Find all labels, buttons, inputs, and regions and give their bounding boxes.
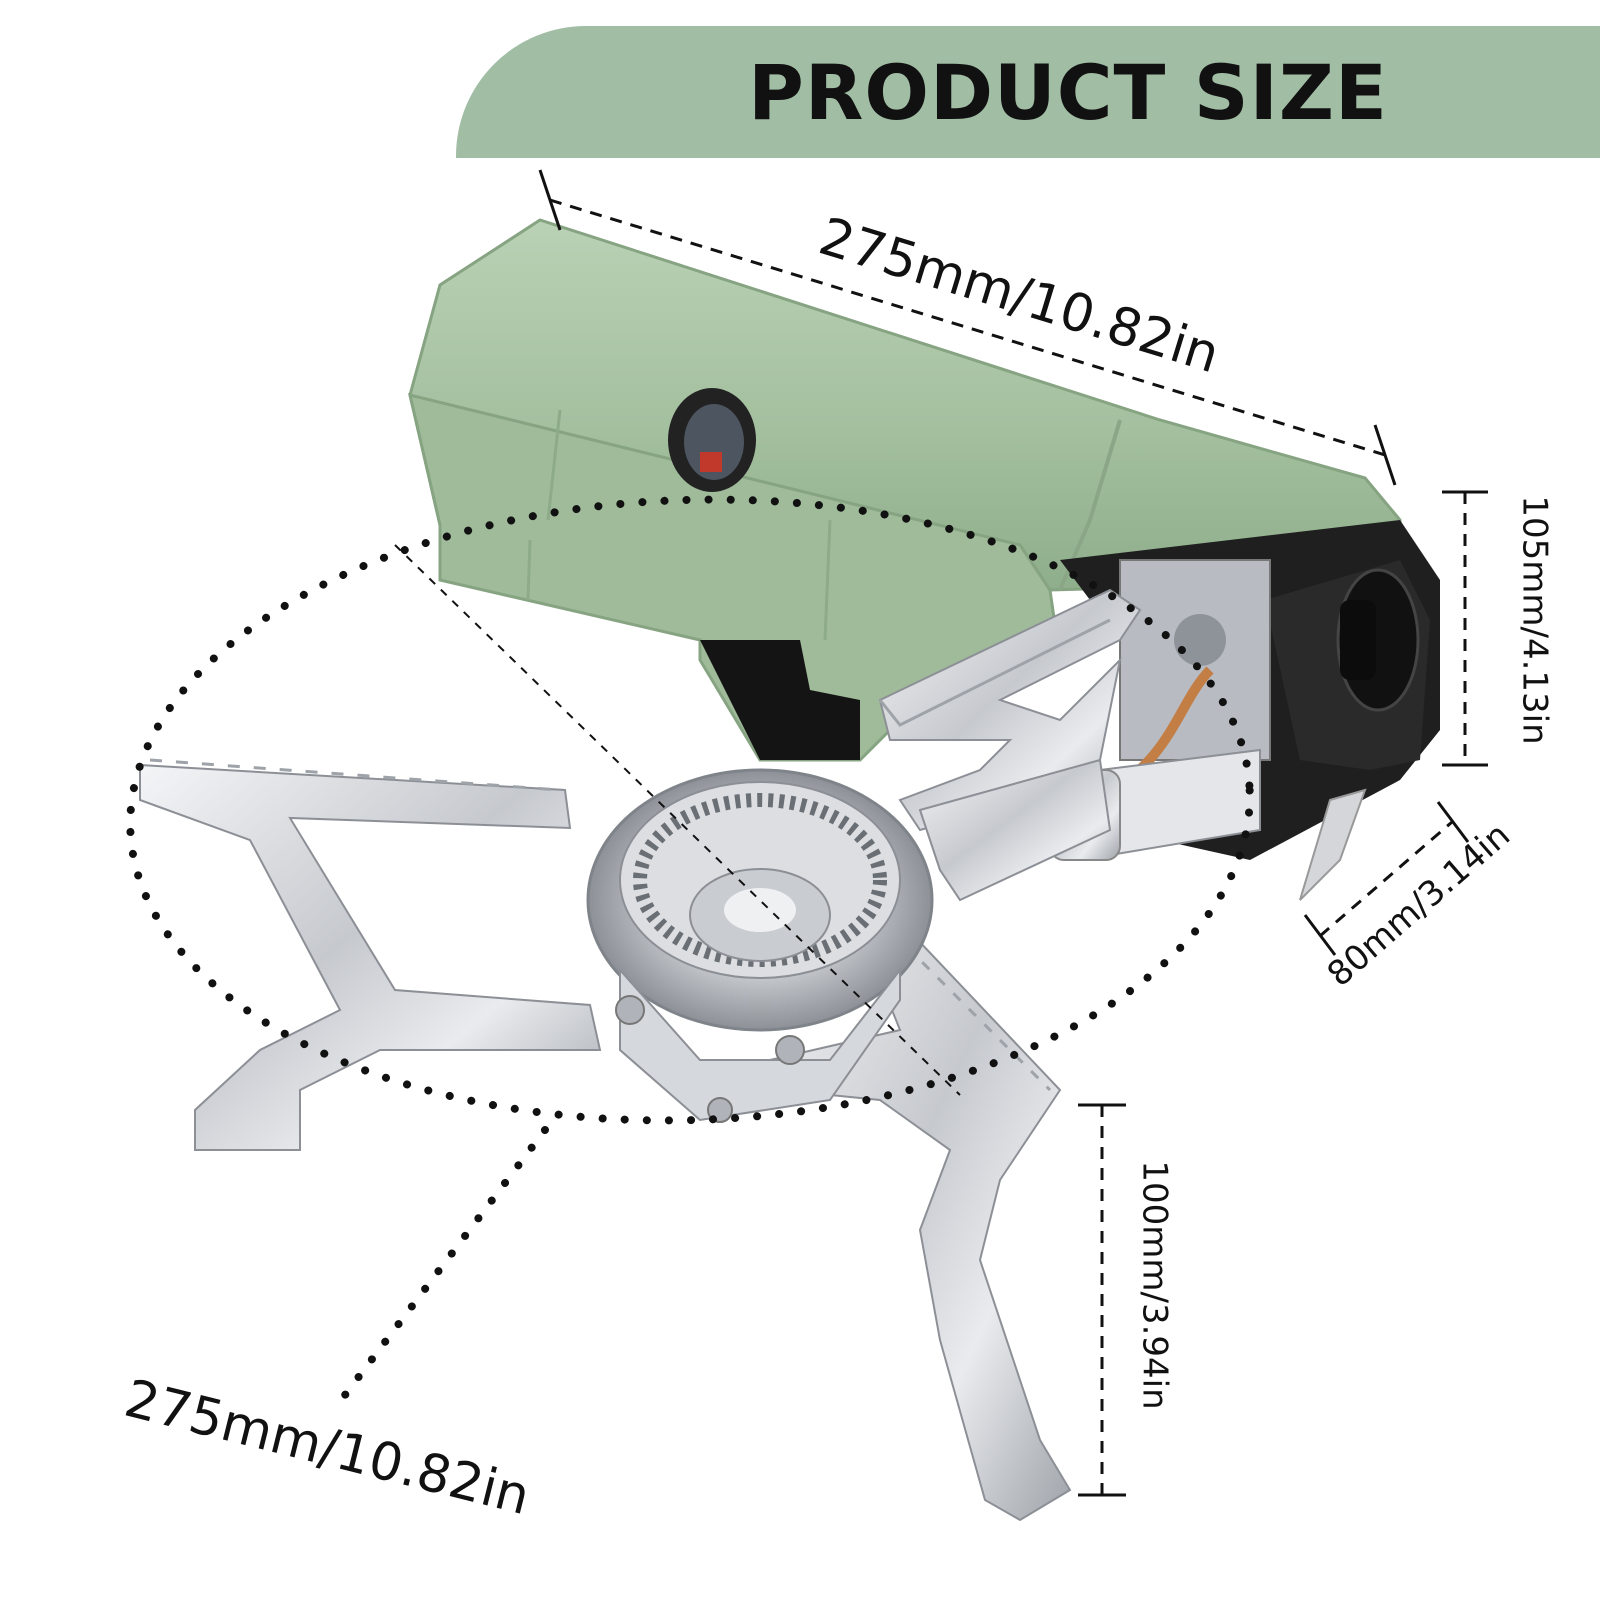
depth-dimension-line (1303, 801, 1470, 956)
left-pot-support (139, 758, 602, 1151)
length-dimension-line (538, 169, 1397, 486)
diameter-line (394, 544, 961, 1096)
height-dimension-line (1442, 490, 1488, 767)
leg-height-dimension-line (1078, 1103, 1126, 1497)
height-label: 105mm/4.13in (1514, 495, 1555, 745)
support-span-circle (126, 495, 1254, 1125)
burner-head (586, 768, 934, 1123)
diameter-leader-line (341, 1126, 549, 1399)
stove-body (407, 218, 1402, 762)
header-banner: PRODUCT SIZE (456, 26, 1600, 158)
leg-height-label: 100mm/3.94in (1134, 1160, 1175, 1410)
page-title: PRODUCT SIZE (748, 48, 1388, 137)
